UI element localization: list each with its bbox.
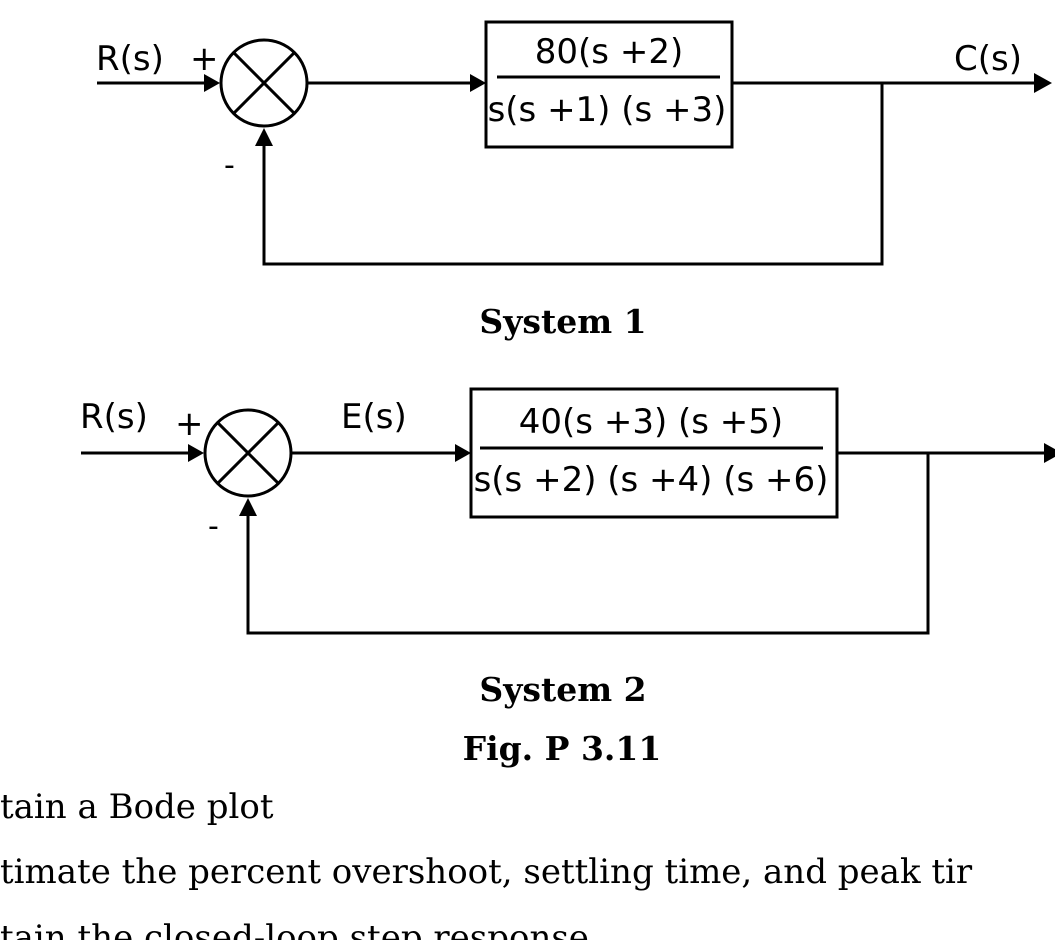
system-1-summing-junction	[219, 38, 309, 128]
system-1-numerator: 80(s +2)	[535, 32, 683, 72]
system-1-transfer-function-block	[484, 20, 734, 149]
system-1-feedback-arrowhead	[255, 128, 273, 146]
system-2-feedback-arrowhead	[239, 498, 257, 516]
system-2-denominator: s(s +2) (s +4) (s +6)	[474, 460, 829, 500]
text-line-2: timate the percent overshoot, settling t…	[0, 852, 973, 892]
system-2-caption: System 2	[479, 670, 646, 709]
system-2-feedback-path	[246, 453, 930, 635]
system-1-input-arrowhead	[204, 74, 220, 92]
system-2-transfer-function-block	[469, 387, 839, 519]
system-2-input-arrowhead	[188, 444, 204, 462]
system-1-minus-sign: -	[224, 148, 235, 183]
system-2-plus-sign: +	[175, 404, 204, 444]
text-line-1: tain a Bode plot	[0, 787, 274, 827]
system-2-output-arrowhead	[1044, 443, 1055, 463]
system-2-input-label: R(s)	[80, 397, 148, 437]
system-1-caption: System 1	[479, 302, 646, 341]
text-line-3: tain the closed-loop step response	[0, 918, 589, 940]
system-1-denominator: s(s +1) (s +3)	[488, 90, 727, 130]
system-1-plus-sign: +	[190, 39, 219, 79]
figure-caption: Fig. P 3.11	[463, 729, 662, 768]
system-1-feedback-path	[262, 83, 884, 266]
system-2-forward-arrowhead	[455, 444, 471, 462]
system-2-numerator: 40(s +3) (s +5)	[519, 402, 783, 442]
system-1-input-label: R(s)	[96, 39, 164, 79]
system-2-summing-junction	[203, 408, 293, 498]
system-1-output-arrowhead	[1034, 73, 1052, 93]
system-2-error-label: E(s)	[341, 397, 407, 437]
system-2-minus-sign: -	[208, 509, 219, 544]
system-2-diagram	[81, 387, 1055, 635]
system-1-forward-arrowhead	[470, 74, 486, 92]
system-1-output-label: C(s)	[954, 39, 1022, 79]
system-1-diagram	[97, 20, 1052, 266]
